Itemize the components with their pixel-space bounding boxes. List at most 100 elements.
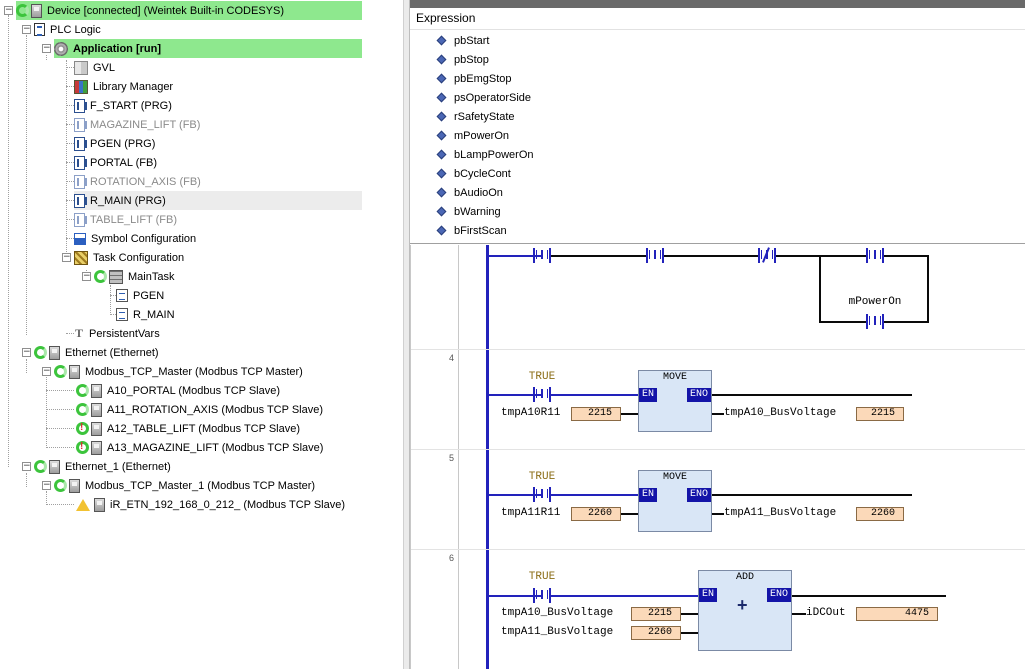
tree-node-f-start[interactable]: F_START (PRG) <box>74 96 172 115</box>
tree-node-label: PGEN <box>133 289 165 302</box>
block-name: MOVE <box>662 472 687 483</box>
rung-wire <box>712 413 724 415</box>
tree-node-a11-rotation-axis[interactable]: A11_ROTATION_AXIS (Modbus TCP Slave) <box>76 400 323 419</box>
tree-node-ethernet-1[interactable]: Ethernet_1 (Ethernet) <box>34 457 171 476</box>
rung-wire <box>489 494 541 496</box>
watch-row[interactable]: bAudioOn <box>436 183 503 202</box>
tree-node-table-lift[interactable]: TABLE_LIFT (FB) <box>74 210 177 229</box>
tree-node-portal[interactable]: PORTAL (FB) <box>74 153 157 172</box>
output-value-box[interactable]: 2215 <box>856 407 904 421</box>
program-call-icon <box>116 308 128 321</box>
move-block[interactable]: MOVE EN ENO <box>638 370 712 432</box>
tree-node-gvl[interactable]: GVL <box>74 58 115 77</box>
device-icon <box>31 3 42 18</box>
input-value-box[interactable]: 2215 <box>631 607 681 621</box>
tree-node-label: Ethernet_1 (Ethernet) <box>65 460 171 473</box>
tree-node-ir-etn[interactable]: iR_ETN_192_168_0_212_ (Modbus TCP Slave) <box>76 495 345 514</box>
header-divider <box>410 29 1025 30</box>
tree-node-modbus-master[interactable]: Modbus_TCP_Master (Modbus TCP Master) <box>54 362 303 381</box>
tree-node-task-r-main[interactable]: R_MAIN <box>116 305 175 324</box>
eno-pin: ENO <box>686 488 711 502</box>
collapse-plc-logic-toggle[interactable]: − <box>22 24 31 34</box>
tree-node-modbus-master-1[interactable]: Modbus_TCP_Master_1 (Modbus TCP Master) <box>54 476 315 495</box>
tree-node-application[interactable]: Application [run] <box>54 39 362 58</box>
program-call-icon <box>116 289 128 302</box>
tree-node-label: R_MAIN <box>133 308 175 321</box>
tree-node-task-pgen[interactable]: PGEN <box>116 286 164 305</box>
watch-row[interactable]: pbStop <box>436 50 489 69</box>
connected-sync-icon <box>54 365 67 378</box>
tree-node-maintask[interactable]: MainTask <box>94 267 174 286</box>
en-pin: EN <box>639 388 658 402</box>
tree-node-library-manager[interactable]: Library Manager <box>74 77 173 96</box>
collapse-ethernet-1-toggle[interactable]: − <box>22 461 31 471</box>
collapse-device-toggle[interactable]: − <box>4 5 13 15</box>
move-block[interactable]: MOVE EN ENO <box>638 470 712 532</box>
watch-row[interactable]: bLampPowerOn <box>436 145 534 164</box>
true-contact[interactable] <box>533 387 551 402</box>
variable-diamond-icon <box>436 73 447 84</box>
tree-node-label: Library Manager <box>93 80 174 93</box>
variable-diamond-icon <box>436 111 447 122</box>
watch-row[interactable]: pbEmgStop <box>436 69 511 88</box>
input-value-box[interactable]: 2260 <box>571 507 621 521</box>
negated-contact[interactable] <box>758 247 776 263</box>
modbus-slave-icon <box>94 497 105 512</box>
watch-row[interactable]: psOperatorSide <box>436 88 531 107</box>
tree-node-ethernet[interactable]: Ethernet (Ethernet) <box>34 343 159 362</box>
contact[interactable] <box>866 248 884 263</box>
rung-wire <box>489 255 541 257</box>
watch-row[interactable]: rSafetyState <box>436 107 515 126</box>
add-block[interactable]: ADD EN ENO + <box>698 570 792 651</box>
tree-node-rotation-axis[interactable]: ROTATION_AXIS (FB) <box>74 172 201 191</box>
rung-wire <box>551 494 638 496</box>
watch-expression: pbStop <box>454 53 489 66</box>
ladder-editor[interactable]: mPowerOn 4 TRUE MOVE EN ENO tmpA10R11 22… <box>410 245 1025 669</box>
program-pou-icon <box>74 136 87 151</box>
contact[interactable] <box>866 314 884 329</box>
tree-node-label: MainTask <box>128 270 175 283</box>
output-value-box[interactable]: 4475 <box>856 607 938 621</box>
collapse-modbus-master-toggle[interactable]: − <box>42 366 51 376</box>
input-value-box[interactable]: 2260 <box>631 626 681 640</box>
watch-row[interactable]: bCycleCont <box>436 164 511 183</box>
tree-node-a13-magazine-lift[interactable]: A13_MAGAZINE_LIFT (Modbus TCP Slave) <box>76 438 323 457</box>
input-variable: tmpA11R11 <box>501 507 561 519</box>
tree-node-a12-table-lift[interactable]: A12_TABLE_LIFT (Modbus TCP Slave) <box>76 419 300 438</box>
contact-label: TRUE <box>528 471 556 483</box>
tree-node-persistent-vars[interactable]: PersistentVars <box>74 324 160 343</box>
tree-node-magazine-lift[interactable]: MAGAZINE_LIFT (FB) <box>74 115 200 134</box>
output-value-box[interactable]: 2260 <box>856 507 904 521</box>
modbus-slave-icon <box>91 421 102 436</box>
expression-column-header[interactable]: Expression <box>416 11 476 25</box>
collapse-application-toggle[interactable]: − <box>42 43 51 53</box>
collapse-modbus-master-1-toggle[interactable]: − <box>42 480 51 490</box>
tree-node-a10-portal[interactable]: A10_PORTAL (Modbus TCP Slave) <box>76 381 280 400</box>
library-books-icon <box>74 79 88 94</box>
watch-row[interactable]: pbStart <box>436 31 489 50</box>
input-value-box[interactable]: 2215 <box>571 407 621 421</box>
watch-list-panel: Expression pbStart pbStop pbEmgStop psOp… <box>410 0 1025 244</box>
tree-node-task-configuration[interactable]: Task Configuration <box>74 248 184 267</box>
tree-node-pgen[interactable]: PGEN (PRG) <box>74 134 155 153</box>
watch-row[interactable]: bFirstScan <box>436 221 507 240</box>
watch-expression: mPowerOn <box>454 129 510 142</box>
tree-node-symbol-configuration[interactable]: Symbol Configuration <box>74 229 196 248</box>
collapse-maintask-toggle[interactable]: − <box>82 271 91 281</box>
tree-node-device[interactable]: Device [connected] (Weintek Built-in COD… <box>16 1 362 20</box>
true-contact[interactable] <box>533 588 551 603</box>
watch-expression: bLampPowerOn <box>454 148 534 161</box>
connected-sync-icon <box>54 479 67 492</box>
tree-node-r-main[interactable]: R_MAIN (PRG) <box>74 191 362 210</box>
tree-node-plc-logic[interactable]: PLC Logic <box>34 20 101 39</box>
tree-node-label: A11_ROTATION_AXIS (Modbus TCP Slave) <box>107 403 324 416</box>
true-contact[interactable] <box>533 487 551 502</box>
network-number: 6 <box>449 553 455 563</box>
contact[interactable] <box>533 248 551 263</box>
watch-row[interactable]: mPowerOn <box>436 126 510 145</box>
watch-row[interactable]: bWarning <box>436 202 501 221</box>
collapse-ethernet-toggle[interactable]: − <box>22 347 31 357</box>
panel-splitter[interactable] <box>404 0 410 669</box>
contact[interactable] <box>646 248 664 263</box>
collapse-task-config-toggle[interactable]: − <box>62 252 71 262</box>
